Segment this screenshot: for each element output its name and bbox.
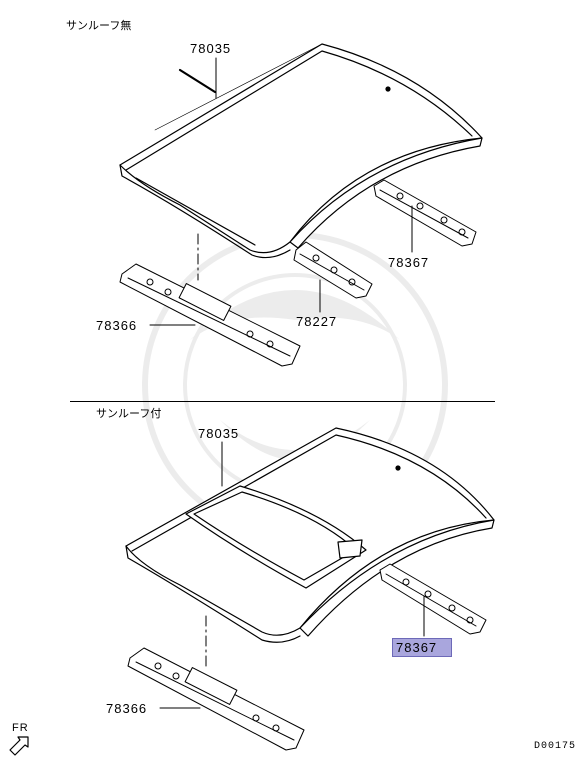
part-label-rear-rail-top: 78367 xyxy=(388,255,430,270)
roof-panel-top xyxy=(119,43,483,259)
part-label-roof-panel-top: 78035 xyxy=(190,41,232,56)
section-title-no-sunroof: サンルーフ無 xyxy=(66,19,132,32)
arrow-down-left-icon xyxy=(9,736,29,756)
part-label-roof-panel-bottom: 78035 xyxy=(198,426,240,441)
section-title-with-sunroof: サンルーフ付 xyxy=(96,407,162,420)
rear-rail-bottom xyxy=(379,563,487,635)
diagram-code: D00175 xyxy=(533,741,576,752)
part-label-front-rail-top: 78366 xyxy=(96,318,138,333)
roof-panel-bottom xyxy=(125,427,495,643)
rear-rail-top xyxy=(373,179,477,247)
leader-lines-top xyxy=(149,57,413,326)
part-label-front-rail-bottom: 78366 xyxy=(106,701,148,716)
leader-lines-bottom xyxy=(159,441,425,709)
part-label-rear-rail-bottom-highlighted[interactable]: 78367 xyxy=(392,638,453,657)
front-rail-bottom xyxy=(127,647,305,751)
direction-label: FR xyxy=(12,722,29,734)
part-label-center-bow-top: 78227 xyxy=(296,314,338,329)
center-bow-top xyxy=(293,241,373,299)
section-divider xyxy=(70,401,495,402)
front-rail-top xyxy=(119,263,301,367)
